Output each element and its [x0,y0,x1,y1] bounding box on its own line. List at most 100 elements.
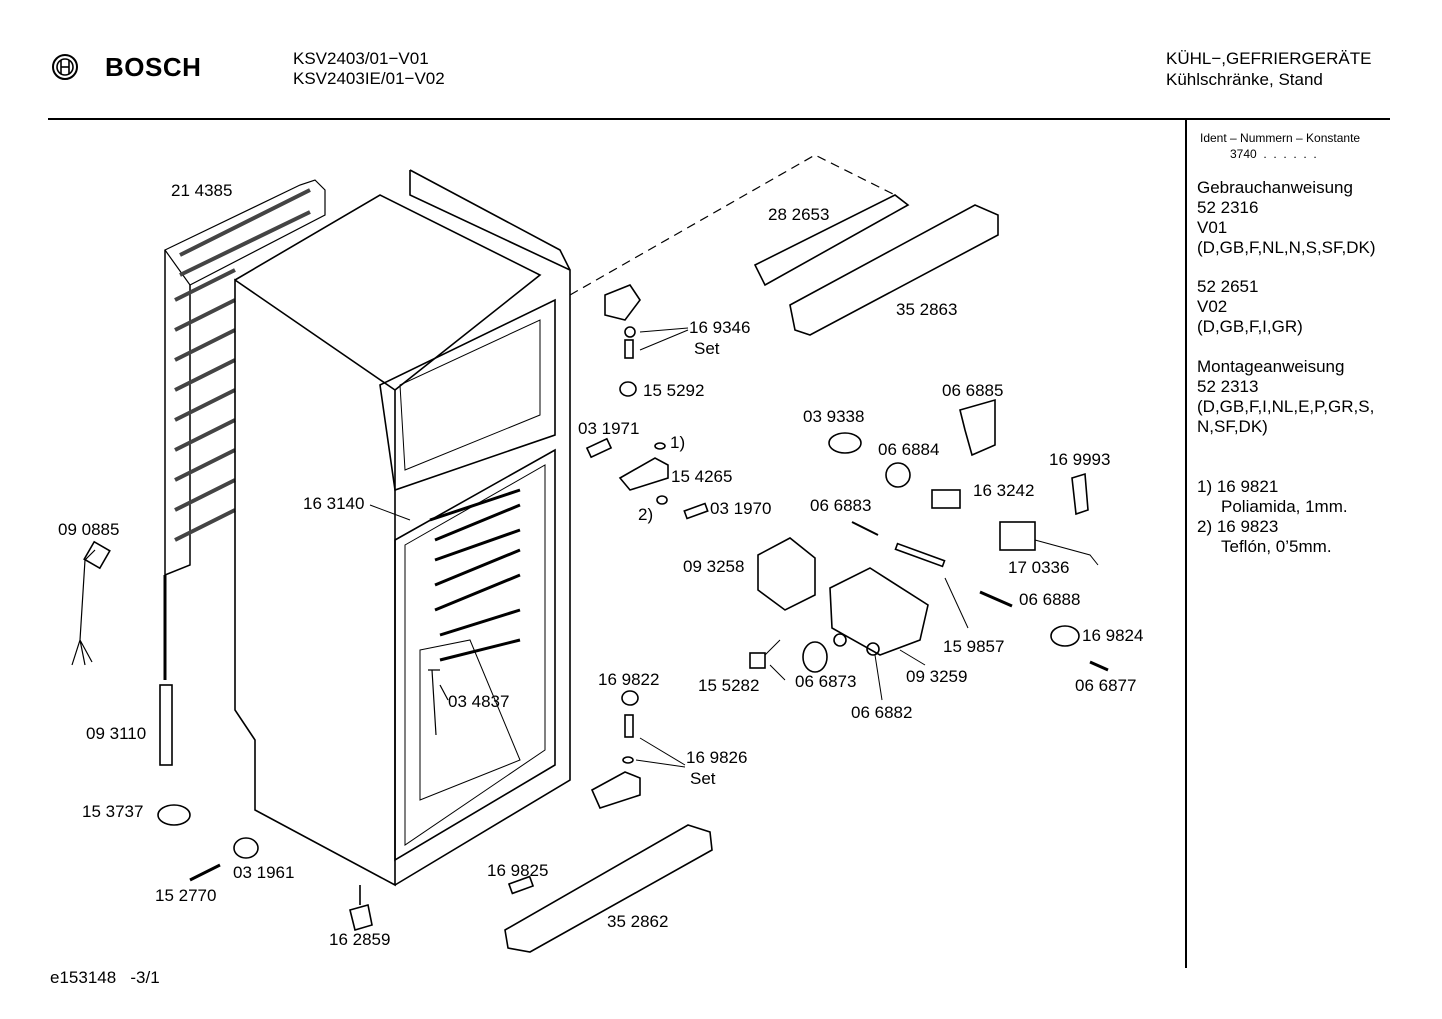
washer-169346 [624,326,636,338]
bushing-031961 [233,837,259,859]
foot-162859 [349,885,373,932]
doc-block-1-languages: (D,GB,F,NL,N,S,SF,DK) [1197,238,1376,257]
label-066888: 06 6888 [1019,590,1081,609]
label-214385: 21 4385 [171,181,233,200]
ident-value: 3740 . . . . . . [1230,147,1317,161]
hinge-pin-upper [624,339,634,359]
doc-block-3-languages-1: (D,GB,F,I,NL,E,P,GR,S, [1197,397,1375,416]
label-352863: 35 2863 [896,300,958,319]
cover-093258 [757,537,816,611]
sidebar-divider [1185,118,1187,968]
label-031971: 03 1971 [578,419,640,438]
note-1-number: 1) 16 9821 [1197,477,1279,496]
label-066882: 06 6882 [851,703,913,722]
label-169824: 16 9824 [1082,626,1144,645]
doc-block-1-version: V01 [1197,218,1228,237]
leader-159857 [944,577,969,629]
middle-hinge [618,457,669,491]
label-093258: 09 3258 [683,557,745,576]
header-divider [48,118,1390,120]
brand-name: BOSCH [105,52,202,82]
power-cord [71,549,96,666]
slider-159857 [894,542,946,568]
upper-hinge [604,284,641,321]
label-159857: 15 9857 [943,637,1005,656]
label-170336: 17 0336 [1008,558,1070,577]
note-2-number: 2) 16 9823 [1197,517,1279,536]
bracket-031971 [585,437,613,459]
label-163140: 16 3140 [303,494,365,513]
plug-090885 [83,540,111,570]
doc-block-2-languages: (D,GB,F,I,GR) [1197,317,1303,336]
label-093110: 09 3110 [86,724,147,743]
sleeve-153737 [157,804,191,826]
label-169346: 16 9346 [689,318,751,337]
capillary-170336 [1034,539,1099,566]
label-090885: 09 0885 [58,520,120,539]
bosch-armature-icon [52,54,78,80]
connector-155282 [749,652,766,669]
footer-code: e153148 -3/1 [50,968,160,987]
refrigerator-cabinet [234,169,571,887]
pad-031970 [683,502,709,520]
bosch-logo [50,52,84,82]
label-169822: 16 9822 [598,670,660,689]
label-155282: 15 5282 [698,676,760,695]
top-cover [789,204,999,336]
label-031970: 03 1970 [710,499,772,518]
grommet-066882 [866,642,880,656]
label-153737: 15 3737 [82,802,144,821]
note-2-desc: Teflón, 0’5mm. [1221,537,1332,556]
label-note-1: 1) [670,433,686,452]
spring-066883 [851,521,879,536]
category-subtitle: Kühlschränke, Stand [1166,70,1323,89]
label-093259: 09 3259 [906,667,968,686]
ring-066873 [833,633,847,647]
label-282653: 28 2653 [768,205,830,224]
label-note-2: 2) [638,505,654,524]
label-034837: 03 4837 [448,692,510,711]
note-1-desc: Poliamida, 1mm. [1221,497,1348,516]
doc-block-1-title: Gebrauchanweisung [1197,178,1353,197]
cap-169822 [621,690,639,706]
category-title: KÜHL−,GEFRIERGERÄTE [1166,49,1372,68]
control-housing [829,567,929,656]
top-rail [753,194,910,287]
leader-066882 [874,654,883,701]
leader-169826 [635,737,686,768]
leader-093259 [899,649,926,666]
doc-block-1-number: 52 2316 [1197,198,1259,217]
washer-1 [654,442,666,450]
lamp-holder [885,462,911,488]
label-066885: 06 6885 [942,381,1004,400]
pad-169825 [507,875,535,895]
hinge-pin-lower [624,714,634,738]
doc-block-2-number: 52 2651 [1197,277,1259,296]
leader-169346 [639,327,689,351]
label-066873: 06 6873 [795,672,857,691]
cap-155292 [619,381,637,397]
drier-093110 [159,684,173,766]
washer-169826 [622,756,634,764]
label-162859: 16 2859 [329,930,391,949]
model-number-1: KSV2403/01−V01 [293,49,429,68]
bottom-grille [504,824,713,953]
label-154265: 15 4265 [671,467,733,486]
label-169993: 16 9993 [1049,450,1111,469]
model-number-2: KSV2403IE/01−V02 [293,69,445,88]
washer-2 [656,495,668,505]
label-152770: 15 2770 [155,886,217,905]
knob-066873 [802,641,828,673]
label-031961: 03 1961 [233,863,295,882]
label-039338: 03 9338 [803,407,865,426]
lamp-bulb [828,432,862,454]
doc-block-3-languages-2: N,SF,DK) [1197,417,1268,436]
doc-block-3-title: Montageanweisung [1197,357,1345,376]
condenser-coil [163,179,326,680]
wires-155282 [764,639,786,681]
clip-169993 [1071,472,1089,516]
knob-169824 [1050,625,1080,647]
doc-block-3-number: 52 2313 [1197,377,1259,396]
rod-152770 [189,863,221,882]
assembly-dashed-line [569,154,896,296]
